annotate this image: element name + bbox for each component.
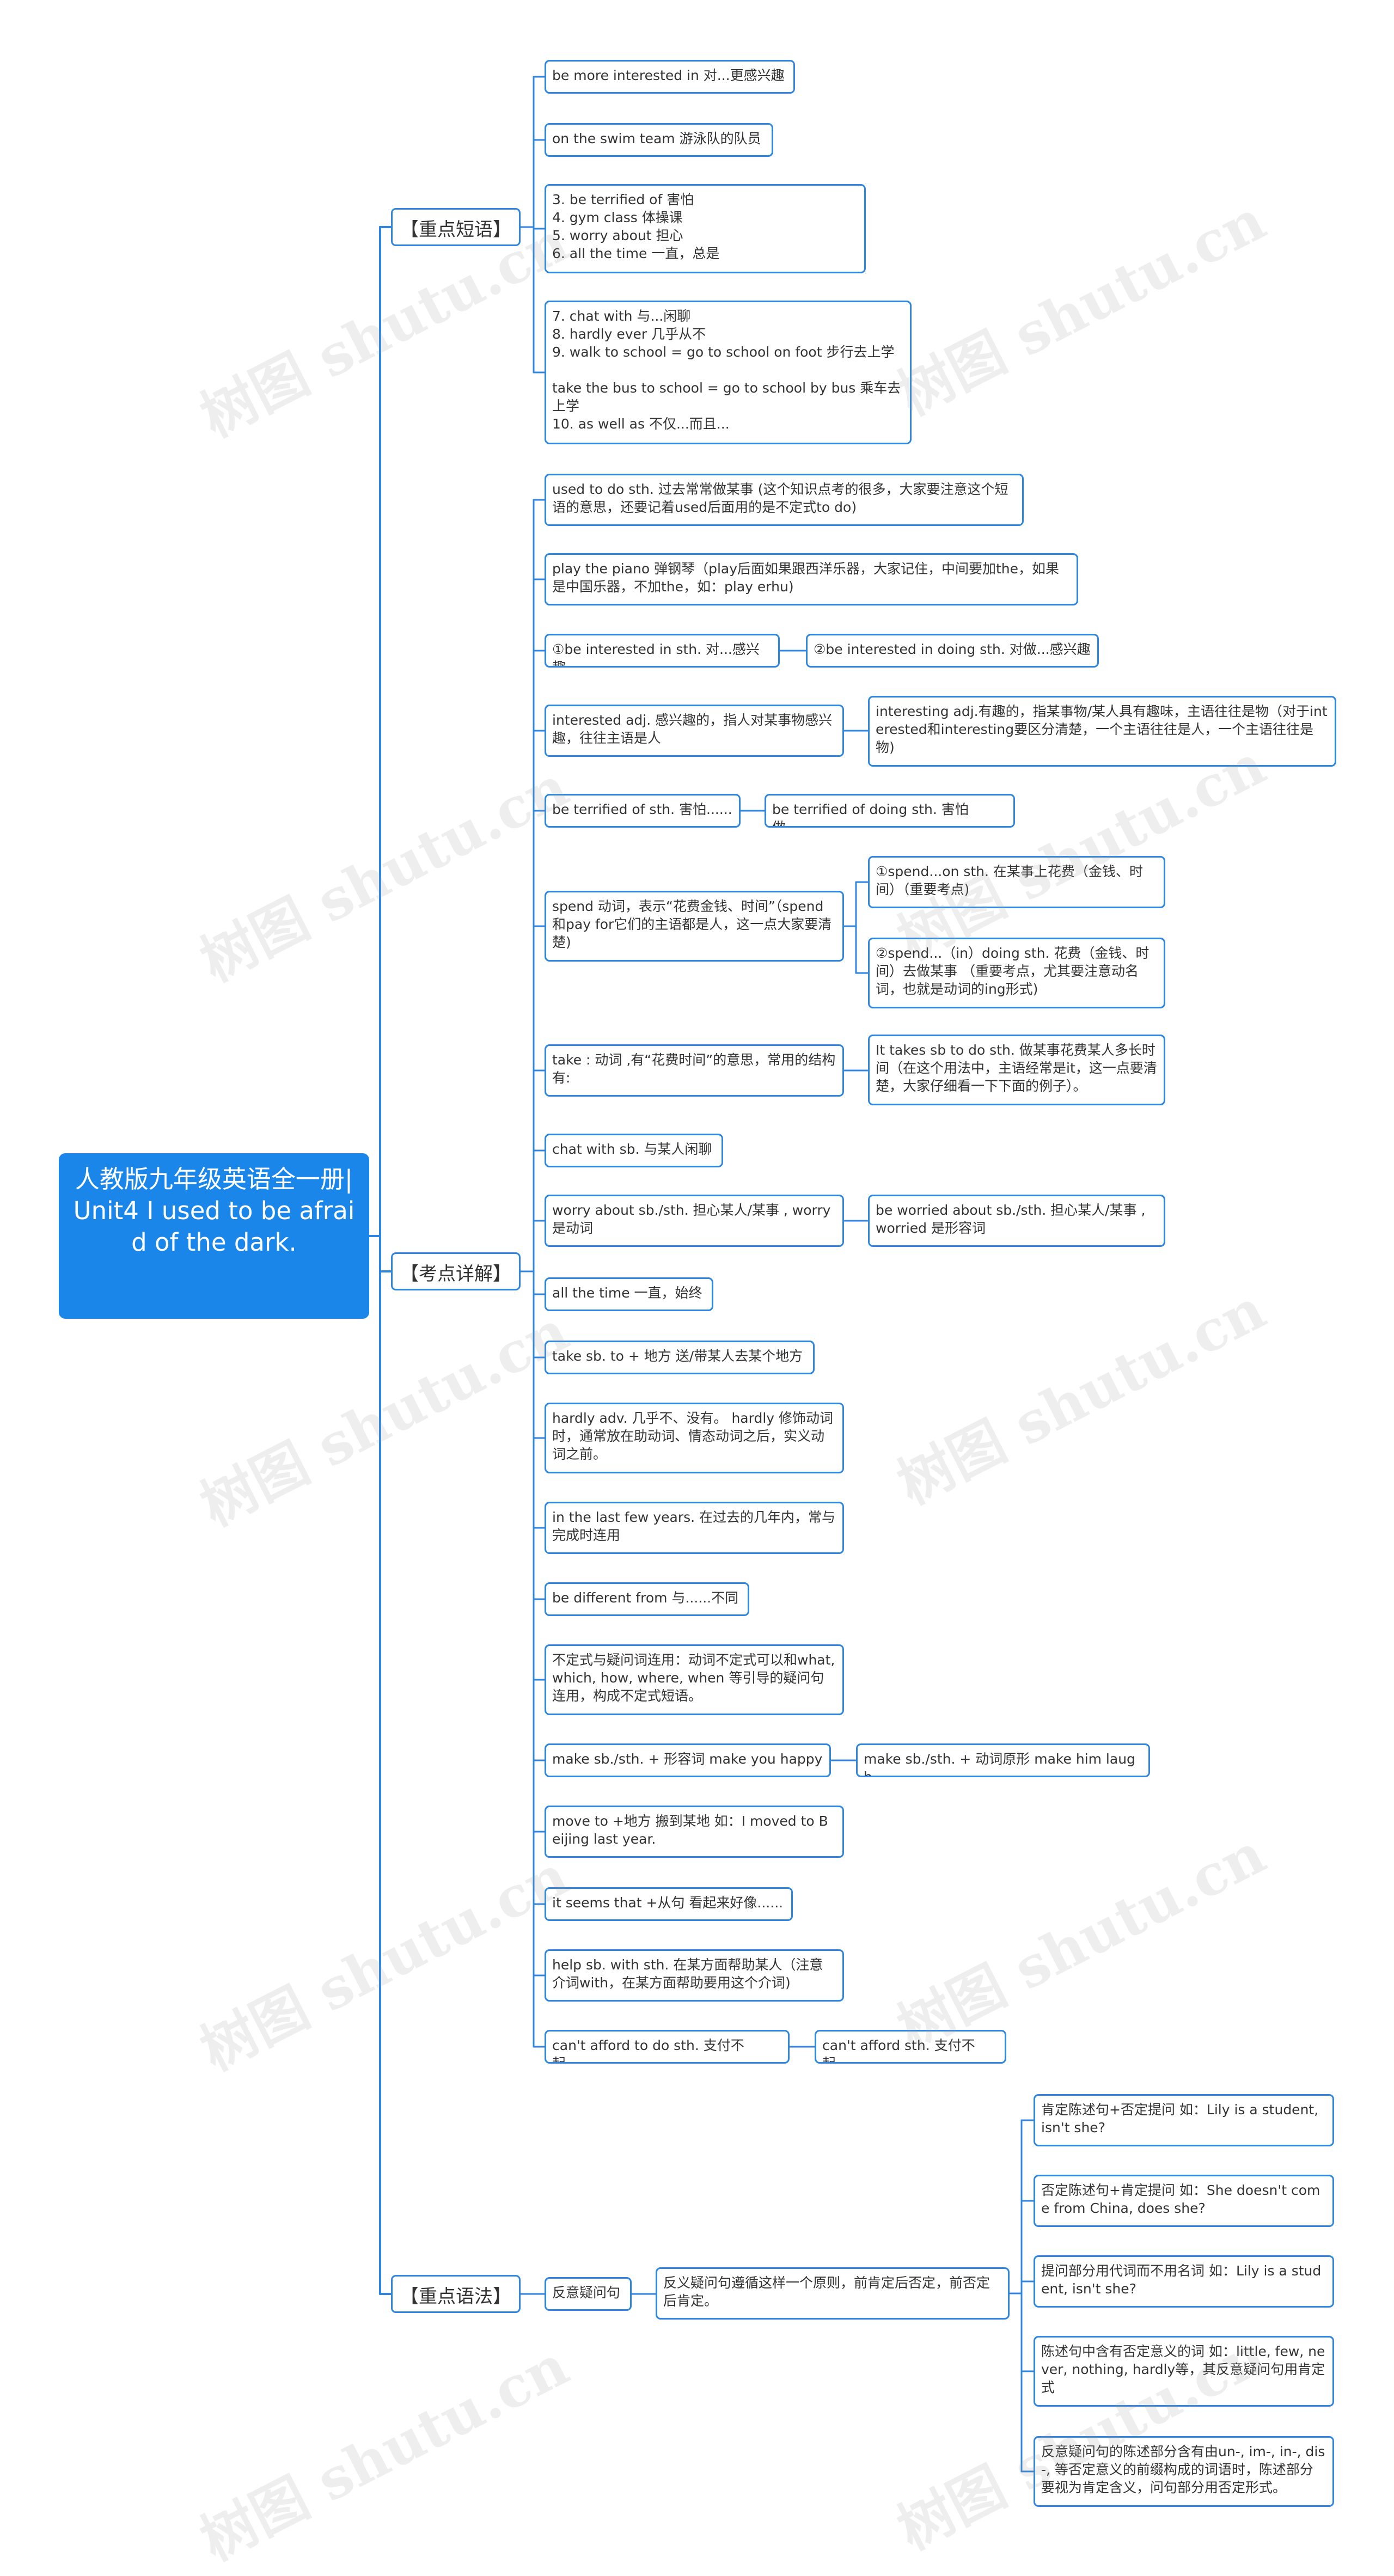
point-make-adj[interactable]: make sb./sth. + 形容词 make you happy [545,1743,831,1777]
section-key-phrases[interactable]: 【重点短语】 [391,208,521,246]
phrase-node-3[interactable]: 3. be terrified of 害怕 4. gym class 体操课 5… [545,184,866,273]
point-be-different-from[interactable]: be different from 与......不同 [545,1582,749,1616]
point-take[interactable]: take : 动词 ,有“花费时间”的意思，常用的结构有: [545,1044,844,1097]
section-key-points[interactable]: 【考点详解】 [391,1252,521,1290]
point-play-piano[interactable]: play the piano 弹钢琴（play后面如果跟西洋乐器，大家记住，中间… [545,553,1078,605]
point-take-to[interactable]: take sb. to + 地方 送/带某人去某个地方 [545,1341,815,1374]
point-make-verb[interactable]: make sb./sth. + 动词原形 make him laugh [856,1743,1150,1777]
point-hardly[interactable]: hardly adv. 几乎不、没有。 hardly 修饰动词时，通常放在助动词… [545,1403,844,1473]
phrase-node-2[interactable]: on the swim team 游泳队的队员 [545,123,773,157]
root-topic[interactable]: 人教版九年级英语全一册|Unit4 I used to be afraid of… [59,1153,369,1319]
point-terrified-of[interactable]: be terrified of sth. 害怕...... [545,794,741,828]
point-interested-in-doing[interactable]: ②be interested in doing sth. 对做...感兴趣 [806,634,1099,668]
section-key-grammar[interactable]: 【重点语法】 [391,2275,521,2313]
grammar-principle[interactable]: 反义疑问句遵循这样一个原则，前肯定后否定，前否定后肯定。 [656,2267,1010,2320]
grammar-rule-2[interactable]: 否定陈述句+肯定提问 如：She doesn't come from China… [1034,2175,1334,2227]
phrase-node-4[interactable]: 7. chat with 与...闲聊 8. hardly ever 几乎从不 … [545,301,912,444]
grammar-tag-question[interactable]: 反意疑问句 [545,2277,632,2311]
point-infinitive-question-word[interactable]: 不定式与疑问词连用：动词不定式可以和what, which, how, wher… [545,1644,844,1715]
point-terrified-of-doing[interactable]: be terrified of doing sth. 害怕做...... [765,794,1015,828]
point-cant-afford-sth[interactable]: can't afford sth. 支付不起... [815,2030,1006,2064]
point-in-the-last-few-years[interactable]: in the last few years. 在过去的几年内，常与完成时连用 [545,1502,844,1554]
point-worry-about[interactable]: worry about sb./sth. 担心某人/某事 , worry 是动词 [545,1195,844,1247]
phrase-node-1[interactable]: be more interested in 对...更感兴趣 [545,60,795,94]
point-chat-with[interactable]: chat with sb. 与某人闲聊 [545,1134,723,1167]
point-spend-on[interactable]: ①spend...on sth. 在某事上花费（金钱、时间）（重要考点) [868,856,1165,908]
point-worried-about[interactable]: be worried about sb./sth. 担心某人/某事 , worr… [868,1195,1165,1247]
point-interesting-adj[interactable]: interesting adj.有趣的，指某事物/某人具有趣味，主语往往是物（对… [868,696,1336,767]
grammar-rule-1[interactable]: 肯定陈述句+否定提问 如：Lily is a student, isn't sh… [1034,2094,1334,2146]
grammar-rule-4[interactable]: 陈述句中含有否定意义的词 如：little, few, never, nothi… [1034,2336,1334,2407]
point-help-with[interactable]: help sb. with sth. 在某方面帮助某人（注意介词with，在某方… [545,1949,844,2002]
point-cant-afford-to-do[interactable]: can't afford to do sth. 支付不起...... [545,2030,790,2064]
grammar-rule-5[interactable]: 反意疑问句的陈述部分含有由un-, im-, in-, dis-, 等否定意义的… [1034,2436,1334,2507]
point-spend-doing[interactable]: ②spend...（in）doing sth. 花费（金钱、时间）去做某事 （重… [868,938,1165,1008]
point-all-the-time[interactable]: all the time 一直，始终 [545,1277,713,1311]
point-it-takes[interactable]: It takes sb to do sth. 做某事花费某人多长时间（在这个用法… [868,1035,1165,1105]
point-interested-in[interactable]: ①be interested in sth. 对...感兴趣 [545,634,780,668]
point-used-to[interactable]: used to do sth. 过去常常做某事 (这个知识点考的很多，大家要注意… [545,474,1024,526]
grammar-rule-3[interactable]: 提问部分用代词而不用名词 如：Lily is a student, isn't … [1034,2255,1334,2308]
point-it-seems-that[interactable]: it seems that +从句 看起来好像...... [545,1887,793,1921]
point-interested-adj[interactable]: interested adj. 感兴趣的，指人对某事物感兴趣，往往主语是人 [545,705,844,757]
point-move-to[interactable]: move to +地方 搬到某地 如：I moved to Beijing la… [545,1806,844,1858]
point-spend[interactable]: spend 动词，表示“花费金钱、时间”（spend和pay for它们的主语都… [545,891,844,962]
